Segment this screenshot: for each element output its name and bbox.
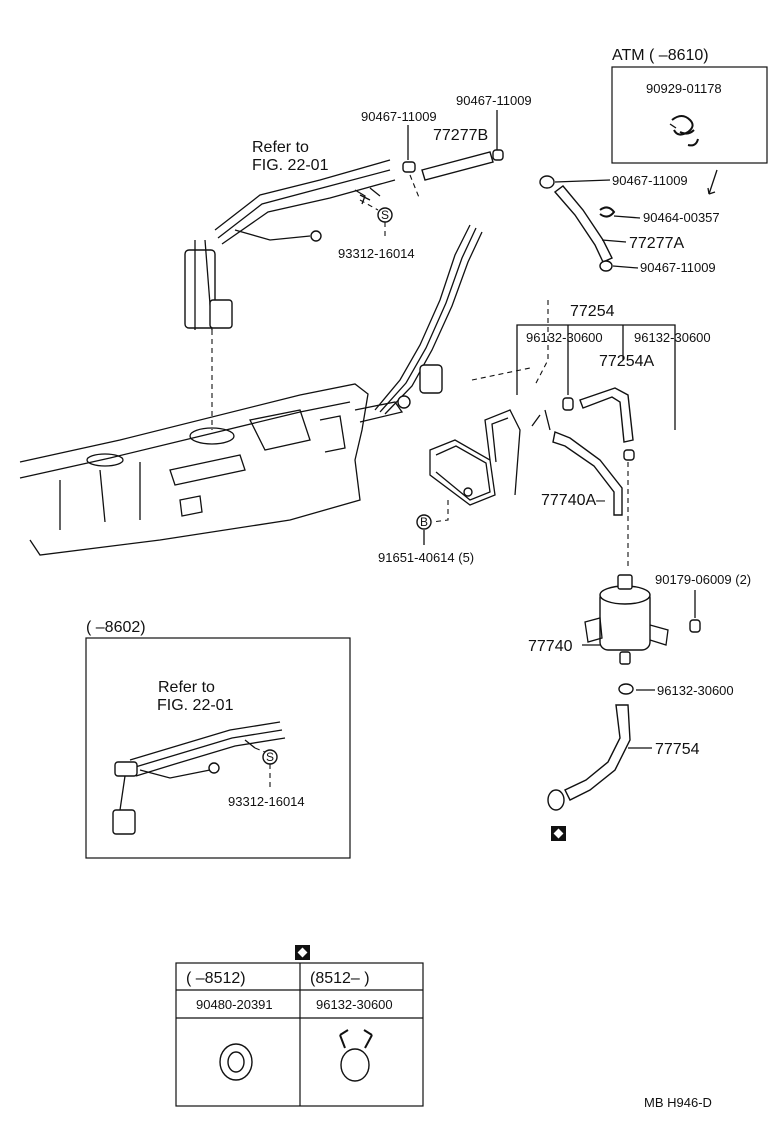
clamp-e-part [562, 397, 574, 411]
table-col2-header: (8512– ) [310, 970, 370, 987]
leader-clamp-c [554, 179, 611, 183]
label-clip: 90464-00357 [643, 210, 720, 225]
hose-77277a-part [553, 185, 613, 263]
atm-arrow [707, 169, 718, 195]
inset-title: ( –8602) [86, 619, 146, 636]
table-col1-part: 90480-20391 [196, 997, 273, 1012]
label-nut: 90179-06009 (2) [655, 572, 751, 587]
label-bolt: 91651-40614 (5) [378, 550, 474, 565]
clamp-c-part [539, 175, 555, 189]
atm-part-label: 90929-01178 [646, 81, 722, 96]
dash-line-4 [471, 367, 531, 381]
label-hose-a: 77277A [629, 235, 684, 252]
refer-label-top-1: Refer to [252, 139, 309, 156]
diamond-marker-bottom-inner [553, 828, 564, 839]
marker-b-text: B [420, 515, 428, 529]
inset-marker-s: S [266, 750, 274, 764]
inset-screw-label: 93312-16014 [228, 794, 305, 809]
clamp-d-part [599, 260, 613, 272]
dash-line-1 [409, 174, 421, 201]
clamp-a-part [402, 161, 416, 173]
leader-clamp-d [612, 265, 639, 269]
label-clamp-e: 96132-30600 [526, 330, 603, 345]
fuel-pump-assembly [184, 159, 396, 331]
label-clamp-f: 96132-30600 [634, 330, 711, 345]
variant-table: ( –8512) (8512– ) 90480-20391 96132-3060… [175, 945, 424, 1107]
hose-77254a-part [579, 387, 634, 443]
label-clamp-c: 90467-11009 [612, 173, 688, 188]
nut-part [689, 619, 701, 633]
dash-line-5 [431, 500, 449, 523]
marker-b [416, 514, 432, 530]
label-canister: 77740 [528, 638, 573, 655]
diamond-marker-table-inner [297, 947, 308, 958]
label-clamp-g: 96132-30600 [657, 683, 734, 698]
label-screw-top: 93312-16014 [338, 246, 415, 261]
inset-8602: ( –8602) Refer to FIG. 22-01 S 93312-160… [85, 619, 351, 859]
hose-77740a-part [552, 431, 623, 516]
label-clamp-a: 90467-11009 [361, 109, 437, 124]
dash-line-3 [534, 300, 549, 386]
atm-box-frame [611, 66, 768, 164]
clamp-g-part [618, 683, 634, 695]
label-clamp-b: 90467-11009 [456, 93, 532, 108]
table-col2-part: 96132-30600 [316, 997, 393, 1012]
grommet-icon [219, 1043, 253, 1081]
drawing-code: MB H946-D [644, 1095, 712, 1110]
label-hose-77740a: 77740A– [541, 492, 605, 509]
leader-hose-a [601, 239, 627, 243]
inset-frame [85, 637, 351, 859]
hose-77277b-part [421, 151, 494, 181]
inset-refer-1: Refer to [158, 679, 215, 696]
grommet-part [547, 789, 565, 811]
label-77254: 77254 [570, 303, 615, 320]
inset-refer-2: FIG. 22-01 [157, 697, 234, 714]
atm-inset: ATM ( –8610) 90929-01178 [611, 47, 768, 195]
atm-title: ATM ( –8610) [612, 47, 709, 64]
charcoal-canister [584, 574, 669, 665]
label-hose-77754: 77754 [655, 741, 700, 758]
clamp-b-part [492, 149, 504, 161]
clamp-f-part [623, 449, 635, 461]
label-hose-77254a: 77254A [599, 353, 654, 370]
table-col1-header: ( –8512) [186, 970, 246, 987]
leader-clip [613, 215, 641, 219]
fuel-tank [19, 383, 404, 556]
refer-label-top-2: FIG. 22-01 [252, 157, 329, 174]
fuel-lines-right [374, 224, 483, 415]
marker-s-top-text: S [381, 208, 389, 222]
vapor-line-bracket [429, 409, 551, 506]
hose-clamp-icon [339, 1029, 373, 1082]
clip-part [599, 206, 616, 218]
screw-part [354, 189, 366, 205]
clip-part-icon [669, 115, 699, 147]
label-clamp-d: 90467-11009 [640, 260, 716, 275]
group-bracket [516, 324, 676, 430]
label-hose-b: 77277B [433, 127, 488, 144]
group-bracket-stems [567, 325, 624, 395]
hose-77754-part [564, 704, 631, 801]
